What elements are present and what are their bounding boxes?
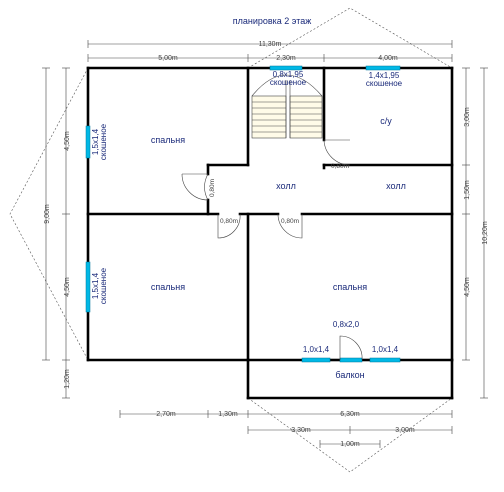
bottom-dimensions xyxy=(119,410,453,448)
window-left-upper-type: скошеное xyxy=(99,123,108,160)
room-bedroom-bottom-left: спальня xyxy=(151,282,185,292)
window-balcony-right-size: 1,0х1,4 xyxy=(372,345,399,354)
roof-left-slope xyxy=(9,67,89,361)
dim-top-middle: 2,30m xyxy=(276,55,296,62)
dim-left-balcony: 1,20m xyxy=(64,369,71,389)
door-hall-left-label: 0,80m xyxy=(209,179,216,197)
window-left-lower-size: 1,5х1,4 xyxy=(91,272,100,299)
doors xyxy=(181,139,363,361)
window-left-upper xyxy=(85,125,91,159)
top-dimensions xyxy=(87,40,453,62)
stair-turn xyxy=(251,74,323,97)
window-stair-type: скошеное xyxy=(270,78,307,87)
dim-right-total: 10,20m xyxy=(482,221,489,245)
dim-right-upper: 3,00m xyxy=(464,107,471,127)
door-balcony-icon xyxy=(339,335,363,361)
dim-bottom-f: 1,00m xyxy=(340,441,360,448)
roof-top-slope xyxy=(247,7,453,69)
window-stair xyxy=(269,65,303,71)
door-hall-left-icon xyxy=(181,173,209,201)
window-balcony-left xyxy=(301,357,331,363)
dim-right-lower: 4,50m xyxy=(464,277,471,297)
stair-flight-left xyxy=(251,95,287,139)
dim-bottom-b: 1,30m xyxy=(218,411,238,418)
window-stair-size: 0,8х1,95 xyxy=(273,70,304,79)
room-hall-left: холл xyxy=(276,181,296,191)
room-hall-right: холл xyxy=(386,181,406,191)
right-dimensions xyxy=(462,67,488,399)
window-left-lower-type: скошеное xyxy=(99,267,108,304)
dim-bottom-d: 3,30m xyxy=(291,427,311,434)
dim-top-left: 5,00m xyxy=(158,55,178,62)
dim-top-right: 4,00m xyxy=(378,55,398,62)
roof-bottom-slope xyxy=(247,397,453,473)
door-lower-left-label: 0,80m xyxy=(220,218,238,225)
balcony-door-glazing xyxy=(339,357,363,363)
dim-total-width: 11,30m xyxy=(259,41,282,48)
dim-left-lower: 4,50m xyxy=(64,277,71,297)
dim-bottom-a: 2,70m xyxy=(156,411,176,418)
dim-right-middle: 1,50m xyxy=(464,180,471,200)
room-bedroom-bottom-right: спальня xyxy=(333,282,367,292)
window-bath-size: 1,4х1,95 xyxy=(369,71,400,80)
page-title: планировка 2 этаж xyxy=(233,16,312,26)
room-balcony: балкон xyxy=(335,370,364,380)
door-lower-left-icon xyxy=(217,213,241,239)
window-balcony-left-size: 1,0х1,4 xyxy=(303,345,330,354)
window-bath xyxy=(365,65,401,71)
dim-bottom-e: 3,00m xyxy=(395,427,415,434)
door-bath-icon xyxy=(323,139,351,166)
windows xyxy=(85,65,401,363)
window-balcony-right xyxy=(369,357,401,363)
door-bath-label: 0,80m xyxy=(331,163,349,170)
door-lower-right-icon xyxy=(277,213,303,239)
window-left-lower xyxy=(85,261,91,313)
room-bathroom: с/у xyxy=(380,116,392,126)
roof-outline xyxy=(9,7,453,473)
staircase xyxy=(251,74,323,139)
dim-left-upper: 4,50m xyxy=(64,131,71,151)
window-bath-type: скошеное xyxy=(366,79,403,88)
door-lower-right-label: 0,80m xyxy=(281,218,299,225)
dim-bottom-c: 6,30m xyxy=(340,411,360,418)
stair-flight-right xyxy=(289,95,323,139)
window-left-upper-size: 1,5х1,4 xyxy=(91,128,100,155)
balcony-door-size: 0,8х2,0 xyxy=(333,320,360,329)
room-bedroom-top-left: спальня xyxy=(151,135,185,145)
dim-left-total: 9,00m xyxy=(44,204,51,224)
left-dimensions xyxy=(42,67,70,399)
